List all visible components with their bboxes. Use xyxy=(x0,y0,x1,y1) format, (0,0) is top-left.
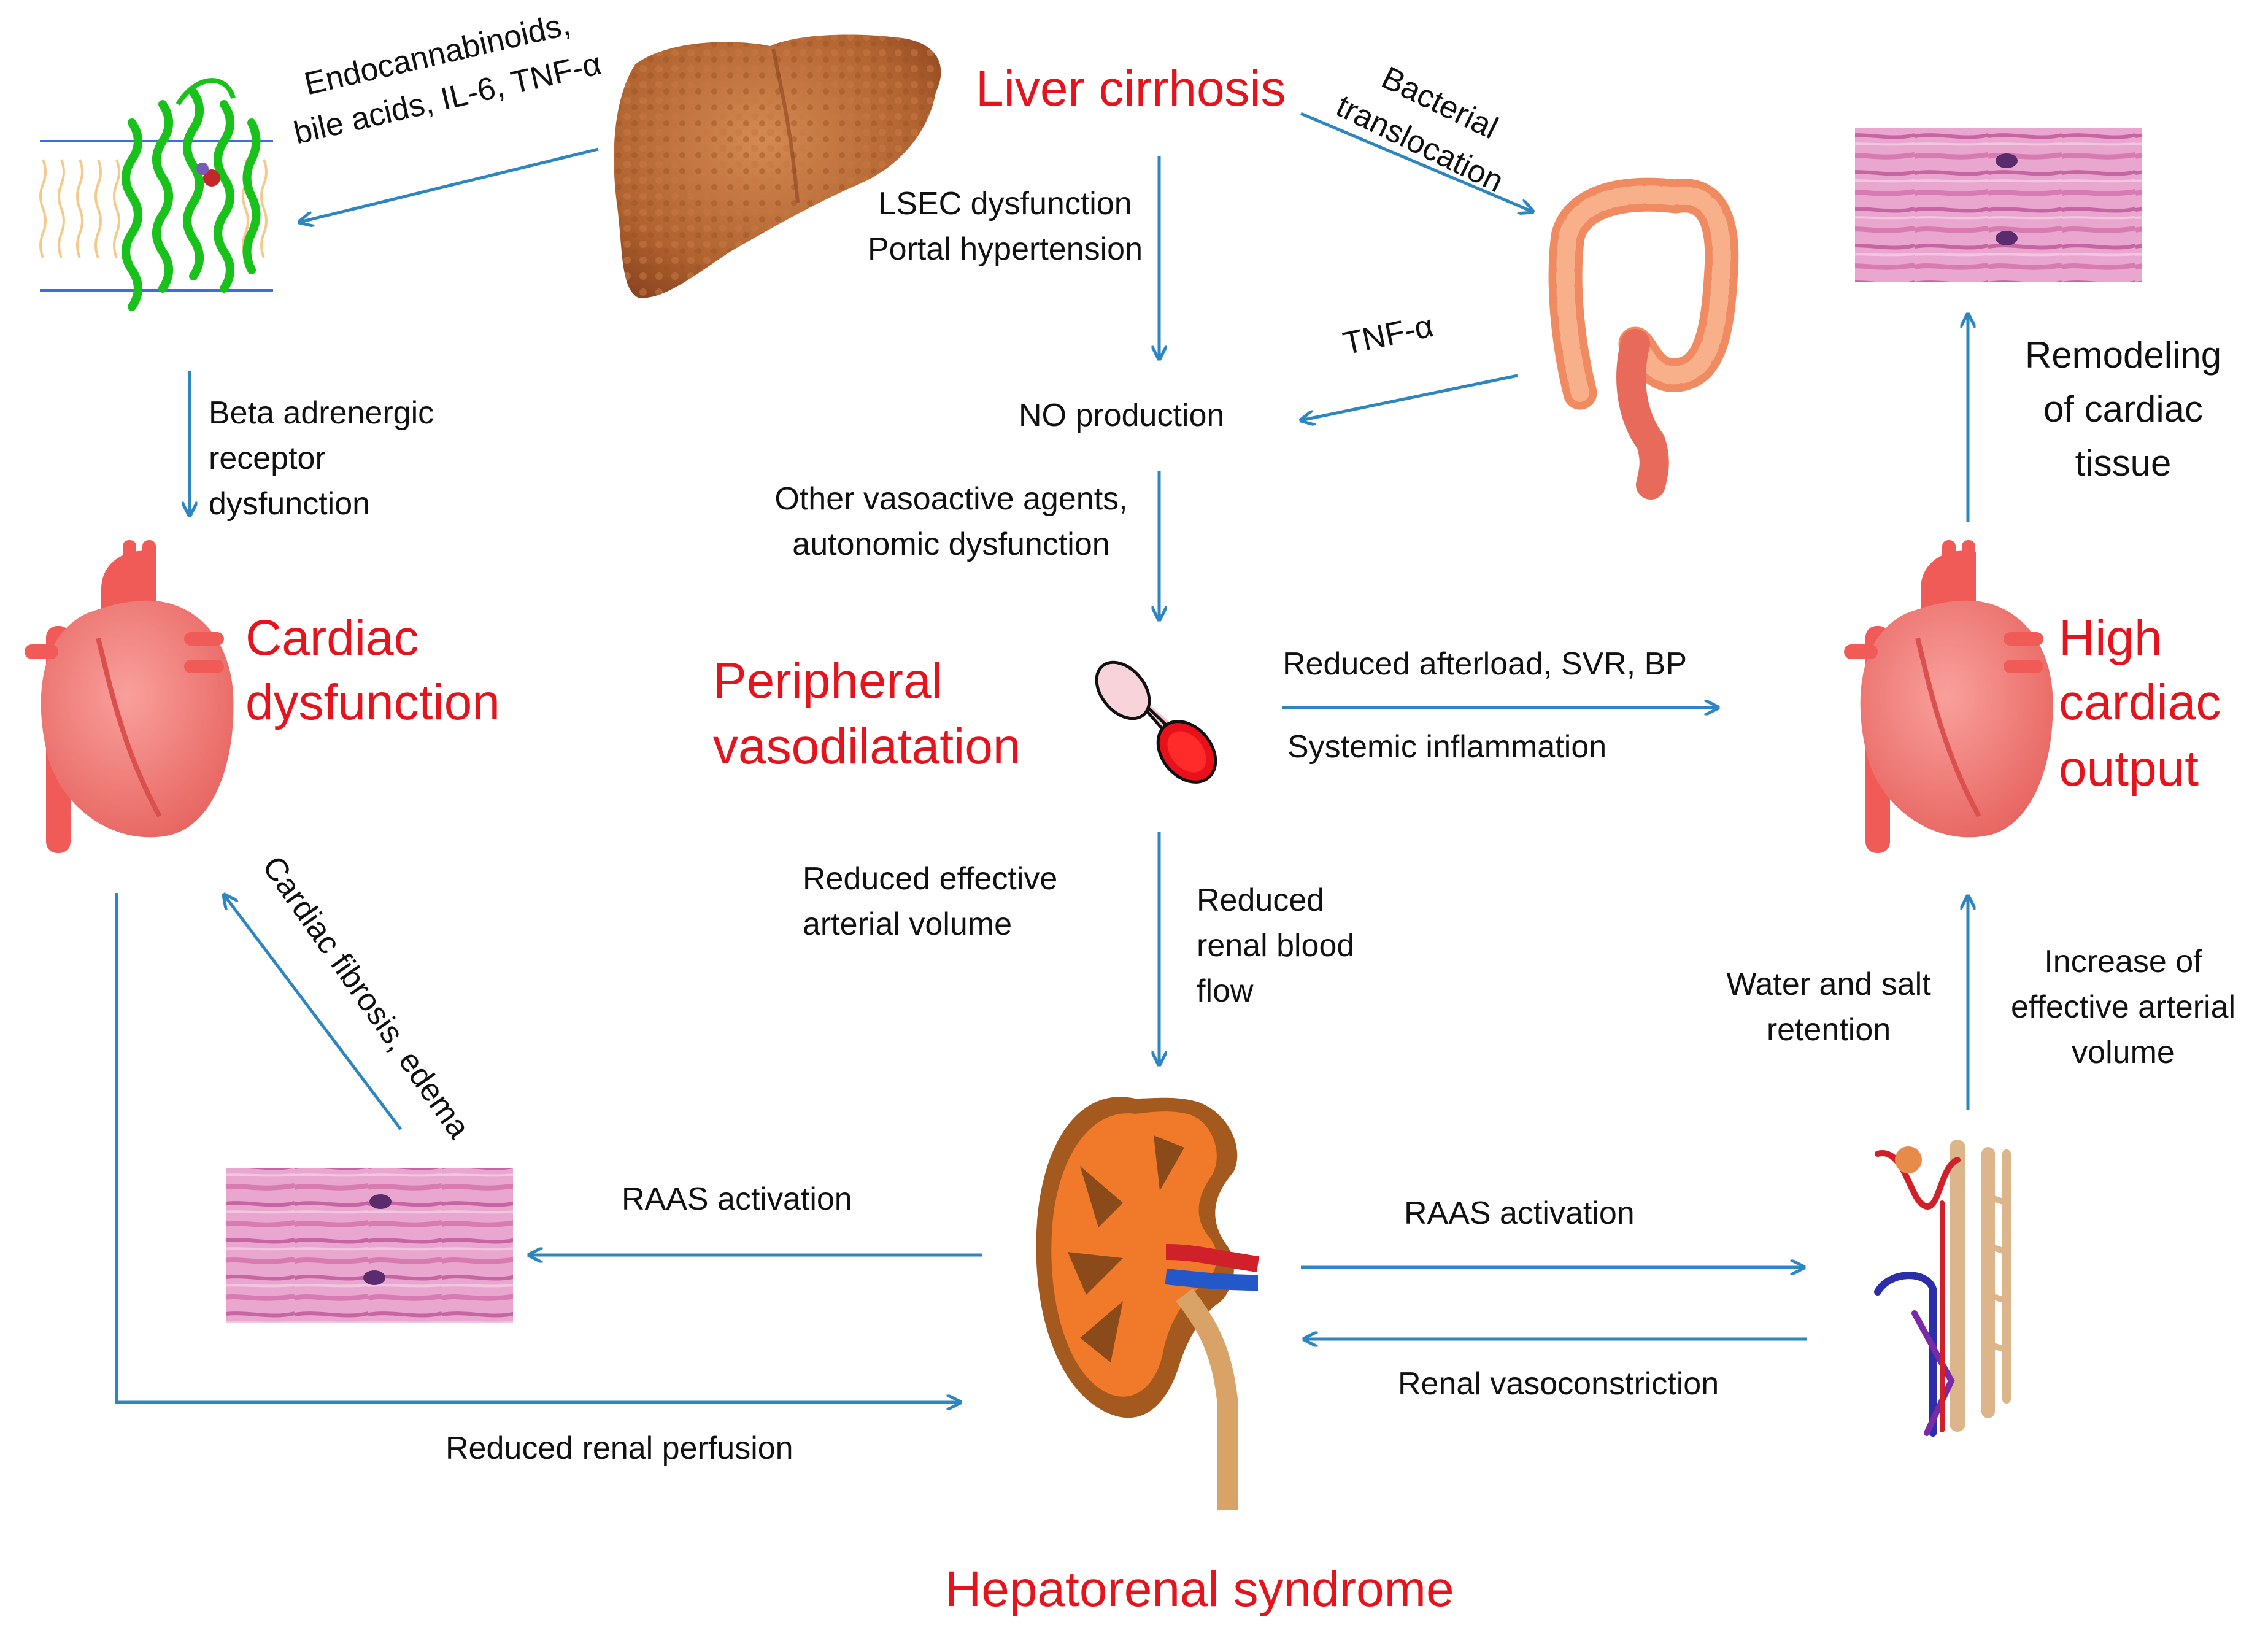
label-other-vasoactive: Other vasoactive agents, autonomic dysfu… xyxy=(755,476,1148,567)
title-high-output-line3: output xyxy=(2059,741,2199,797)
label-reduced-renal-perfusion: Reduced renal perfusion xyxy=(446,1431,793,1466)
label-reduced-effective-line1: Reduced effective xyxy=(803,861,1058,897)
label-beta-line1: Beta adrenergic xyxy=(209,395,434,431)
label-remodeling-line2: of cardiac xyxy=(2043,388,2204,430)
label-increase-line2: effective arterial xyxy=(2010,989,2236,1025)
label-water-salt-line1: Water and salt xyxy=(1726,967,1931,1002)
label-remodeling: Remodeling of cardiac tissue xyxy=(2000,328,2246,490)
blood-vessel-icon xyxy=(1095,660,1217,784)
receptor-protein-illustration xyxy=(39,78,273,311)
label-raas-left: RAAS activation xyxy=(622,1181,852,1217)
label-renal-vasoconstriction: Renal vasoconstriction xyxy=(1398,1366,1719,1402)
label-beta-line2: receptor xyxy=(209,441,326,476)
label-water-salt-line2: retention xyxy=(1766,1012,1891,1048)
heart-illustration-right xyxy=(1844,540,2053,853)
label-beta-line3: dysfunction xyxy=(209,486,371,522)
title-cardiac-dysfunction-line2: dysfunction xyxy=(245,674,500,730)
arrow-liver-to-colon xyxy=(1300,112,1533,212)
label-increase-effective: Increase of effective arterial volume xyxy=(1988,939,2258,1075)
label-beta-adrenergic: Beta adrenergic receptor dysfunction xyxy=(209,390,434,527)
label-remodeling-line1: Remodeling xyxy=(2024,334,2222,376)
colon-illustration xyxy=(1548,177,1739,500)
heart-illustration-left xyxy=(25,540,234,853)
arrow-colon-to-no xyxy=(1301,374,1518,420)
label-reduced-effective: Reduced effective arterial volume xyxy=(803,856,1057,947)
title-peripheral-line1: Peripheral xyxy=(713,653,943,709)
title-high-output-line1: High xyxy=(2059,610,2162,666)
arrow-tissue-to-heart xyxy=(224,895,402,1130)
cardiac-tissue-micrograph-bottom xyxy=(226,1168,513,1323)
label-reduced-renal-blood: Reduced renal blood flow xyxy=(1197,878,1354,1014)
arrows xyxy=(115,112,1968,1402)
label-lsec-line2: Portal hypertension xyxy=(867,231,1143,267)
label-lsec: LSEC dysfunction Portal hypertension xyxy=(852,181,1159,272)
title-high-output-line2: cardiac xyxy=(2059,674,2221,730)
arrow-liver-to-receptor xyxy=(299,147,599,222)
label-water-salt: Water and salt retention xyxy=(1706,962,1951,1053)
label-raas-right: RAAS activation xyxy=(1404,1195,1635,1231)
label-increase-line1: Increase of xyxy=(2044,944,2202,979)
label-remodeling-line3: tissue xyxy=(2075,442,2172,484)
label-systemic-inflammation: Systemic inflammation xyxy=(1287,729,1607,765)
label-no-production: NO production xyxy=(1019,398,1225,433)
arrow-heart-to-kidney xyxy=(115,893,960,1402)
label-reduced-afterload: Reduced afterload, SVR, BP xyxy=(1282,646,1688,682)
label-renal-blood-line3: flow xyxy=(1197,973,1254,1009)
title-liver-cirrhosis: Liver cirrhosis xyxy=(976,61,1286,117)
label-renal-blood-line1: Reduced xyxy=(1197,883,1325,918)
label-renal-blood-line2: renal blood xyxy=(1197,928,1355,964)
label-other-line1: Other vasoactive agents, xyxy=(774,481,1128,517)
cardiac-tissue-micrograph-top xyxy=(1855,128,2142,282)
label-other-line2: autonomic dysfunction xyxy=(792,527,1110,562)
title-peripheral-line2: vasodilatation xyxy=(713,719,1021,774)
label-increase-line3: volume xyxy=(2072,1035,2175,1070)
title-hepatorenal-syndrome: Hepatorenal syndrome xyxy=(945,1561,1454,1617)
liver-illustration xyxy=(614,34,941,298)
nephron-illustration xyxy=(1874,1140,2011,1437)
title-cardiac-dysfunction-line1: Cardiac xyxy=(245,610,419,666)
label-reduced-effective-line2: arterial volume xyxy=(803,906,1012,942)
kidney-illustration xyxy=(1036,1097,1259,1510)
label-lsec-line1: LSEC dysfunction xyxy=(878,186,1132,222)
